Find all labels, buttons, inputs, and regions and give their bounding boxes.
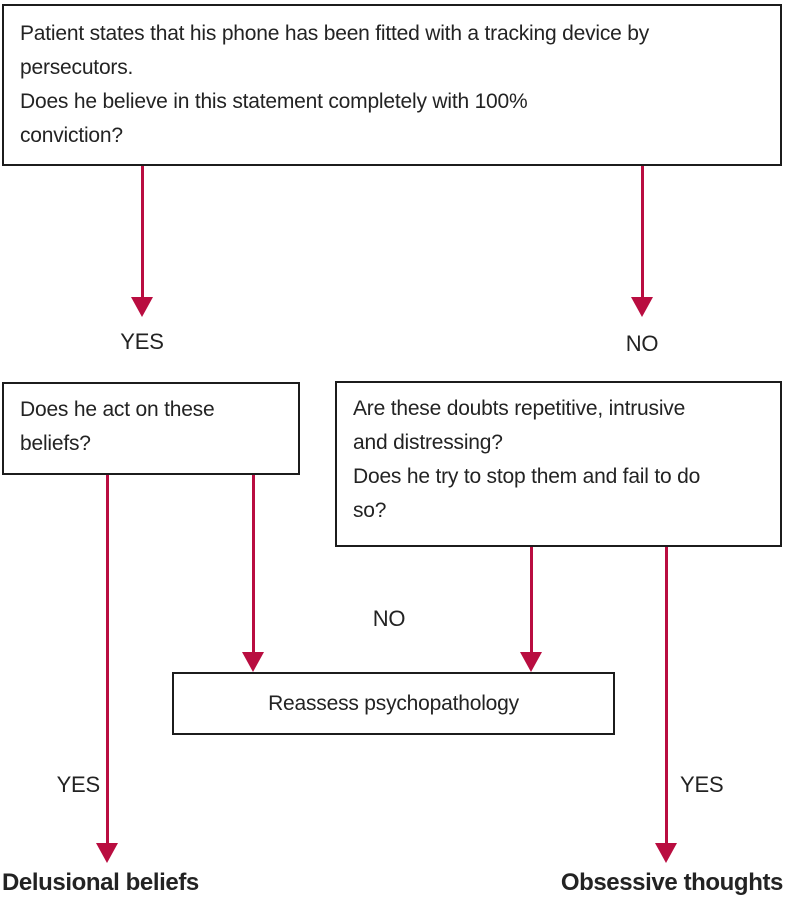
arrow-shaft: [529, 547, 533, 652]
act-question-line: Does he act on these: [20, 398, 215, 421]
arrow-shaft: [105, 475, 109, 843]
arrow-shaft: [664, 547, 668, 843]
arrow-down-icon: [131, 297, 153, 317]
label-bottom-right-yes: YES: [680, 772, 724, 797]
root-question-line: persecutors.: [20, 56, 134, 79]
arrow-down-icon: [655, 843, 677, 863]
node-reassess: Reassess psychopathology: [172, 672, 615, 735]
act-question-line: beliefs?: [20, 432, 91, 455]
label-bottom-left-yes: YES: [56, 772, 101, 797]
label-root-no: NO: [625, 331, 659, 356]
root-question-line: Patient states that his phone has been f…: [20, 22, 650, 45]
arrow-shaft: [251, 475, 255, 652]
root-question-line: Does he believe in this statement comple…: [20, 90, 528, 113]
doubts-question-line: and distressing?: [353, 431, 503, 454]
doubts-question-line: Are these doubts repetitive, intrusive: [353, 397, 686, 420]
outcome-delusional-beliefs: Delusional beliefs: [2, 869, 199, 896]
arrow-root-no: [631, 166, 653, 317]
node-doubts-question: Are these doubts repetitive, intrusive a…: [335, 381, 782, 547]
arrow-doubts-no-to-reassess: [520, 547, 542, 672]
label-root-yes: YES: [120, 329, 164, 354]
outcome-obsessive-thoughts: Obsessive thoughts: [560, 869, 784, 896]
doubts-question-line: so?: [353, 499, 387, 522]
reassess-label: Reassess psychopathology: [268, 691, 519, 715]
node-root-question: Patient states that his phone has been f…: [2, 4, 782, 166]
arrow-shaft: [640, 166, 644, 297]
arrow-down-icon: [242, 652, 264, 672]
root-question-line: conviction?: [20, 124, 123, 147]
arrow-down-icon: [96, 843, 118, 863]
arrow-root-yes: [131, 166, 153, 317]
arrow-act-no-to-reassess: [242, 475, 264, 672]
label-middle-no: NO: [372, 606, 406, 631]
arrow-act-yes: [96, 475, 118, 863]
doubts-question-line: Does he try to stop them and fail to do: [353, 465, 701, 488]
arrow-shaft: [140, 166, 144, 297]
arrow-down-icon: [631, 297, 653, 317]
node-act-question: Does he act on these beliefs?: [2, 382, 300, 475]
arrow-down-icon: [520, 652, 542, 672]
arrow-doubts-yes: [655, 547, 677, 863]
